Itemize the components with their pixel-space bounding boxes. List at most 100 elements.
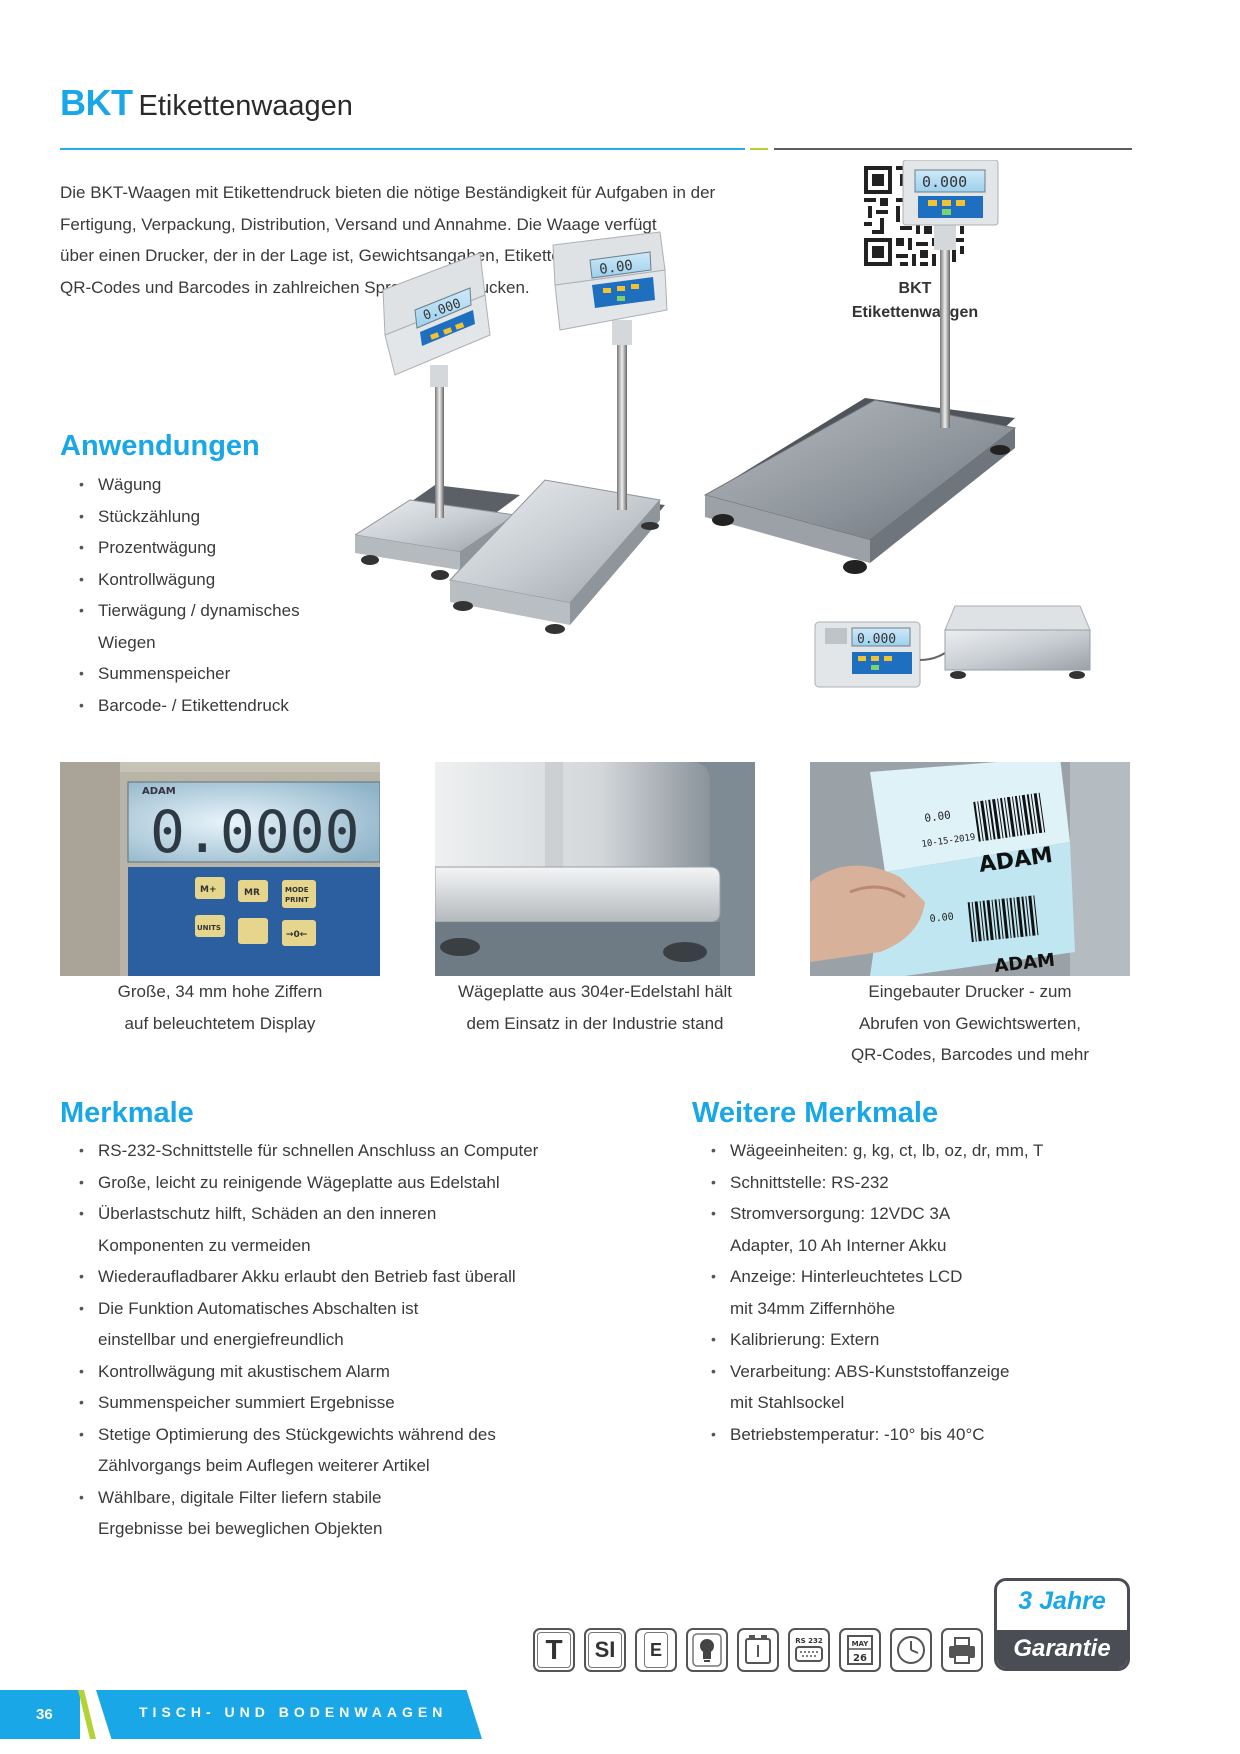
caption-line: Abrufen von Gewichtswerten, bbox=[858, 1013, 1082, 1033]
tare-icon-label: T bbox=[537, 1632, 571, 1668]
list-item: Stetige Optimierung des Stückgewichts wä… bbox=[60, 1419, 660, 1451]
intro-line: Die BKT-Waagen mit Etikettendruck bieten… bbox=[60, 183, 716, 202]
list-item: Kontrollwägung bbox=[60, 564, 350, 596]
applications-list: Wägung Stückzählung Prozentwägung Kontro… bbox=[60, 469, 350, 721]
warranty-badge: 3 Jahre Garantie bbox=[994, 1578, 1130, 1671]
warranty-years: 3 Jahre bbox=[1018, 1587, 1106, 1615]
section-title: TISCH- UND BODENWAAGEN bbox=[139, 1704, 448, 1720]
caption-line: Eingebauter Drucker - zum bbox=[868, 982, 1072, 1001]
compact-scale-with-indicator: 0.000 bbox=[814, 605, 1091, 688]
footer-stripe bbox=[78, 1690, 102, 1739]
photo-caption: Große, 34 mm hohe Ziffern auf beleuchtet… bbox=[60, 976, 380, 1039]
list-item: Anzeige: Hinterleuchtetes LCD bbox=[692, 1261, 1132, 1293]
list-item: mit Stahlsockel bbox=[730, 1393, 845, 1412]
header-rule-green bbox=[750, 148, 768, 150]
list-item: Große, leicht zu reinigende Wägeplatte a… bbox=[60, 1167, 660, 1199]
printer-icon bbox=[941, 1628, 983, 1672]
list-item: Überlastschutz hilft, Schäden an den inn… bbox=[60, 1198, 660, 1230]
feature-icons-row: T SI E RS 232 MAY 26 bbox=[533, 1628, 983, 1672]
display-readout: 0.0000 bbox=[150, 798, 360, 866]
small-bench-scale: 0.000 bbox=[355, 252, 520, 580]
display-brand: ADAM bbox=[142, 786, 176, 797]
list-item: Barcode- / Etikettendruck bbox=[60, 690, 350, 722]
list-item: Adapter, 10 Ah Interner Akku bbox=[730, 1235, 947, 1255]
list-item: Prozentwägung bbox=[60, 532, 350, 564]
list-item: Stromversorgung: 12VDC 3A bbox=[692, 1198, 1132, 1230]
list-item: einstellbar und energiefreundlich bbox=[98, 1330, 344, 1349]
list-item: Verarbeitung: ABS-Kunststoffanzeige bbox=[692, 1356, 1132, 1388]
clock-icon bbox=[890, 1628, 932, 1672]
more-features-list: Wägeeinheiten: g, kg, ct, lb, oz, dr, mm… bbox=[692, 1135, 1132, 1450]
applications-heading: Anwendungen bbox=[60, 430, 260, 462]
features-heading: Merkmale bbox=[60, 1097, 194, 1129]
key-mode: MODE bbox=[285, 886, 309, 894]
list-item: Kontrollwägung mit akustischem Alarm bbox=[60, 1356, 660, 1388]
tare-icon: T bbox=[533, 1628, 575, 1672]
e-icon-label: E bbox=[644, 1632, 668, 1668]
medium-display-readout: 0.00 bbox=[598, 257, 634, 278]
list-item: Die Funktion Automatisches Abschalten is… bbox=[60, 1293, 660, 1325]
side-display-readout: 0.000 bbox=[857, 632, 896, 647]
medium-platform-scale: 0.00 bbox=[449, 231, 668, 634]
caption-line: dem Einsatz in der Industrie stand bbox=[466, 1013, 724, 1033]
battery-icon bbox=[737, 1628, 779, 1672]
printed-label-photo: 0.00 10-15-2019 ADAM 0.00 ADAM bbox=[810, 762, 1130, 976]
list-item: Wägung bbox=[60, 469, 350, 501]
floor-platform-scale: 0.000 bbox=[703, 160, 1017, 574]
label-value: 0.00 bbox=[924, 808, 952, 825]
caption-line: auf beleuchtetem Display bbox=[124, 1013, 316, 1033]
list-item: Kalibrierung: Extern bbox=[692, 1324, 1132, 1356]
display-closeup-photo: ADAM 0.0000 M+ MR MODE PRINT UNITS →0← bbox=[60, 762, 380, 976]
list-item: Stückzählung bbox=[60, 501, 350, 533]
list-item: Summenspeicher bbox=[60, 658, 350, 690]
title-text: Etikettenwaagen bbox=[138, 90, 353, 122]
list-item: Wählbare, digitale Filter liefern stabil… bbox=[60, 1482, 660, 1514]
list-item-continuation: Wiegen bbox=[98, 632, 156, 652]
list-item: mit 34mm Ziffernhöhe bbox=[730, 1298, 896, 1318]
header-rule-dark bbox=[774, 148, 1132, 150]
list-item: Tierwägung / dynamisches bbox=[60, 595, 350, 627]
list-item: RS-232-Schnittstelle für schnellen Ansch… bbox=[60, 1135, 660, 1167]
label-brand-2: ADAM bbox=[993, 950, 1056, 976]
key-mr: MR bbox=[244, 888, 260, 898]
si-icon-label: SI bbox=[588, 1632, 622, 1668]
e-mark-icon: E bbox=[635, 1628, 677, 1672]
more-features-heading: Weitere Merkmale bbox=[692, 1097, 939, 1129]
qr-caption-line: BKT bbox=[898, 280, 932, 297]
calendar-month: MAY bbox=[852, 1640, 870, 1648]
list-item: Summenspeicher summiert Ergebnisse bbox=[60, 1387, 660, 1419]
caption-line: QR-Codes, Barcodes und mehr bbox=[850, 1045, 1090, 1064]
page-number: 36 bbox=[0, 1690, 80, 1739]
list-item: Zählvorgangs beim Auflegen weiterer Arti… bbox=[98, 1456, 430, 1475]
list-item: Wiederaufladbarer Akku erlaubt den Betri… bbox=[60, 1261, 660, 1293]
rs232-icon: RS 232 bbox=[788, 1628, 830, 1672]
label-value-2: 0.00 bbox=[929, 912, 954, 925]
footer-band bbox=[96, 1690, 482, 1739]
list-item: Schnittstelle: RS-232 bbox=[692, 1167, 1132, 1199]
warranty-label: Garantie bbox=[997, 1630, 1127, 1668]
caption-line: Wägeplatte aus 304er-Edelstahl hält bbox=[457, 982, 733, 1001]
backlight-bulb-icon bbox=[686, 1628, 728, 1672]
calendar-day: 26 bbox=[853, 1653, 867, 1664]
features-list: RS-232-Schnittstelle für schnellen Ansch… bbox=[60, 1135, 660, 1545]
key-units: UNITS bbox=[197, 924, 221, 932]
floor-display-readout: 0.000 bbox=[922, 173, 967, 191]
photo-caption: Wägeplatte aus 304er-Edelstahl hält dem … bbox=[415, 976, 775, 1039]
intro-line: über einen Drucker, der in der Lage ist,… bbox=[60, 246, 576, 265]
model-name: BKT bbox=[60, 82, 133, 123]
list-item: Komponenten zu vermeiden bbox=[98, 1235, 311, 1255]
intro-paragraph: Die BKT-Waagen mit Etikettendruck bieten… bbox=[60, 177, 820, 303]
header-rule-blue bbox=[60, 148, 745, 150]
rs232-icon-label: RS 232 bbox=[795, 1637, 823, 1645]
steel-platform-photo bbox=[435, 762, 755, 976]
product-scales-image: 0.000 0.00 0 bbox=[355, 160, 1091, 688]
key-print: PRINT bbox=[285, 896, 309, 904]
key-zero: →0← bbox=[286, 930, 308, 940]
photo-caption: Eingebauter Drucker - zum Abrufen von Ge… bbox=[800, 976, 1140, 1071]
key-m-plus: M+ bbox=[200, 885, 217, 895]
list-item: Ergebnisse bei beweglichen Objekten bbox=[98, 1519, 383, 1538]
si-units-icon: SI bbox=[584, 1628, 626, 1672]
intro-line: Fertigung, Verpackung, Distribution, Ver… bbox=[60, 214, 657, 234]
calendar-icon: MAY 26 bbox=[839, 1628, 881, 1672]
